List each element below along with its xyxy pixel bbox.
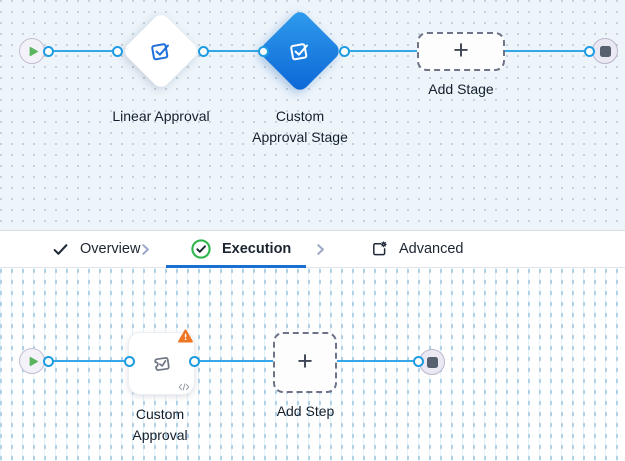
connector-handle[interactable] [339, 46, 350, 57]
approval-check-icon [287, 38, 313, 64]
connection-line [344, 50, 420, 52]
stage-tab-bar: Overview Execution Advanced [0, 230, 625, 268]
add-step-label: Add Step [276, 403, 335, 419]
custom-approval-step-label: Custom Approval [132, 406, 188, 443]
check-circle-icon [191, 239, 211, 259]
advanced-settings-icon [370, 240, 388, 258]
linear-approval-label: Linear Approval [112, 108, 210, 124]
connector-handle[interactable] [189, 356, 200, 367]
end-node[interactable] [592, 38, 618, 64]
connector-handle[interactable] [198, 46, 209, 57]
step-canvas[interactable]: + Custom Approval Add Step [0, 268, 625, 461]
connection-line [337, 360, 415, 362]
active-tab-indicator [166, 265, 306, 268]
check-icon [52, 241, 69, 258]
add-stage-label: Add Stage [428, 81, 494, 97]
tab-execution[interactable]: Execution [191, 231, 291, 267]
tab-execution-label: Execution [222, 241, 292, 257]
tab-overview[interactable]: Overview [52, 231, 140, 267]
add-stage-button[interactable]: + [417, 32, 505, 71]
custom-approval-step-node[interactable] [128, 329, 195, 395]
tab-advanced[interactable]: Advanced [370, 231, 464, 267]
plus-icon: + [453, 34, 469, 65]
warning-icon [178, 329, 193, 343]
custom-approval-stage-label: Custom Approval Stage [252, 108, 348, 145]
play-icon [28, 46, 39, 57]
linear-approval-node[interactable] [121, 11, 201, 91]
connection-line [48, 360, 124, 362]
custom-approval-stage-node[interactable] [257, 8, 343, 94]
stage-canvas[interactable]: + Linear Approval Custom Approval Stage … [0, 0, 625, 230]
code-icon [178, 383, 190, 391]
tab-advanced-label: Advanced [399, 241, 464, 257]
play-icon [28, 356, 39, 367]
connector-handle[interactable] [124, 356, 135, 367]
connection-line [502, 50, 588, 52]
chevron-right-icon [139, 231, 152, 267]
add-step-button[interactable]: + [273, 332, 337, 393]
connector-handle[interactable] [112, 46, 123, 57]
connector-handle[interactable] [43, 46, 54, 57]
connector-handle[interactable] [413, 356, 424, 367]
connection-line [48, 50, 118, 52]
start-node[interactable] [19, 348, 45, 374]
connection-line [203, 50, 264, 52]
tab-overview-label: Overview [80, 241, 141, 257]
approval-check-icon [148, 38, 174, 64]
connector-handle[interactable] [43, 356, 54, 367]
chevron-right-icon [314, 231, 327, 267]
connector-handle[interactable] [584, 46, 595, 57]
connector-handle[interactable] [258, 46, 269, 57]
stop-icon [599, 45, 611, 57]
plus-icon: + [297, 345, 313, 376]
connection-line [195, 360, 273, 362]
start-node[interactable] [19, 38, 45, 64]
puzzle-check-icon [147, 349, 177, 379]
stop-icon [426, 356, 438, 368]
